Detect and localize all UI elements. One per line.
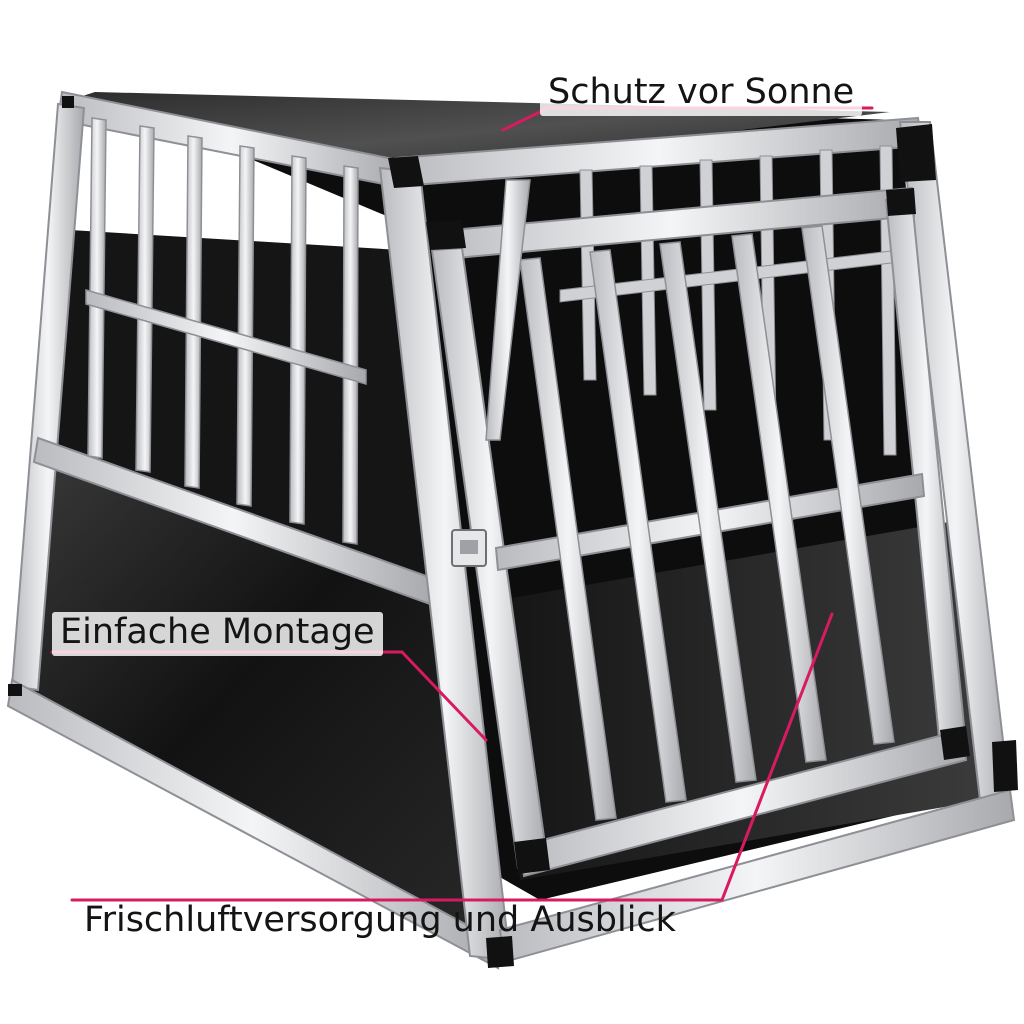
- door-bars: [519, 225, 895, 821]
- door-frame: [428, 186, 968, 878]
- door-latch: [451, 529, 487, 567]
- side-frame: [6, 90, 512, 970]
- side-bars: [85, 117, 367, 545]
- annotation-easy-assembly: Einfache Montage: [52, 612, 383, 656]
- side-upper-backdrop: [35, 230, 430, 585]
- annotation-fresh-air-view: Frischluftversorgung und Ausblick: [84, 900, 676, 940]
- annotation-sun-protection: Schutz vor Sonne: [540, 72, 863, 116]
- corner-caps: [8, 96, 1018, 968]
- inner-brace: [485, 179, 531, 441]
- front-frame: [394, 116, 1016, 964]
